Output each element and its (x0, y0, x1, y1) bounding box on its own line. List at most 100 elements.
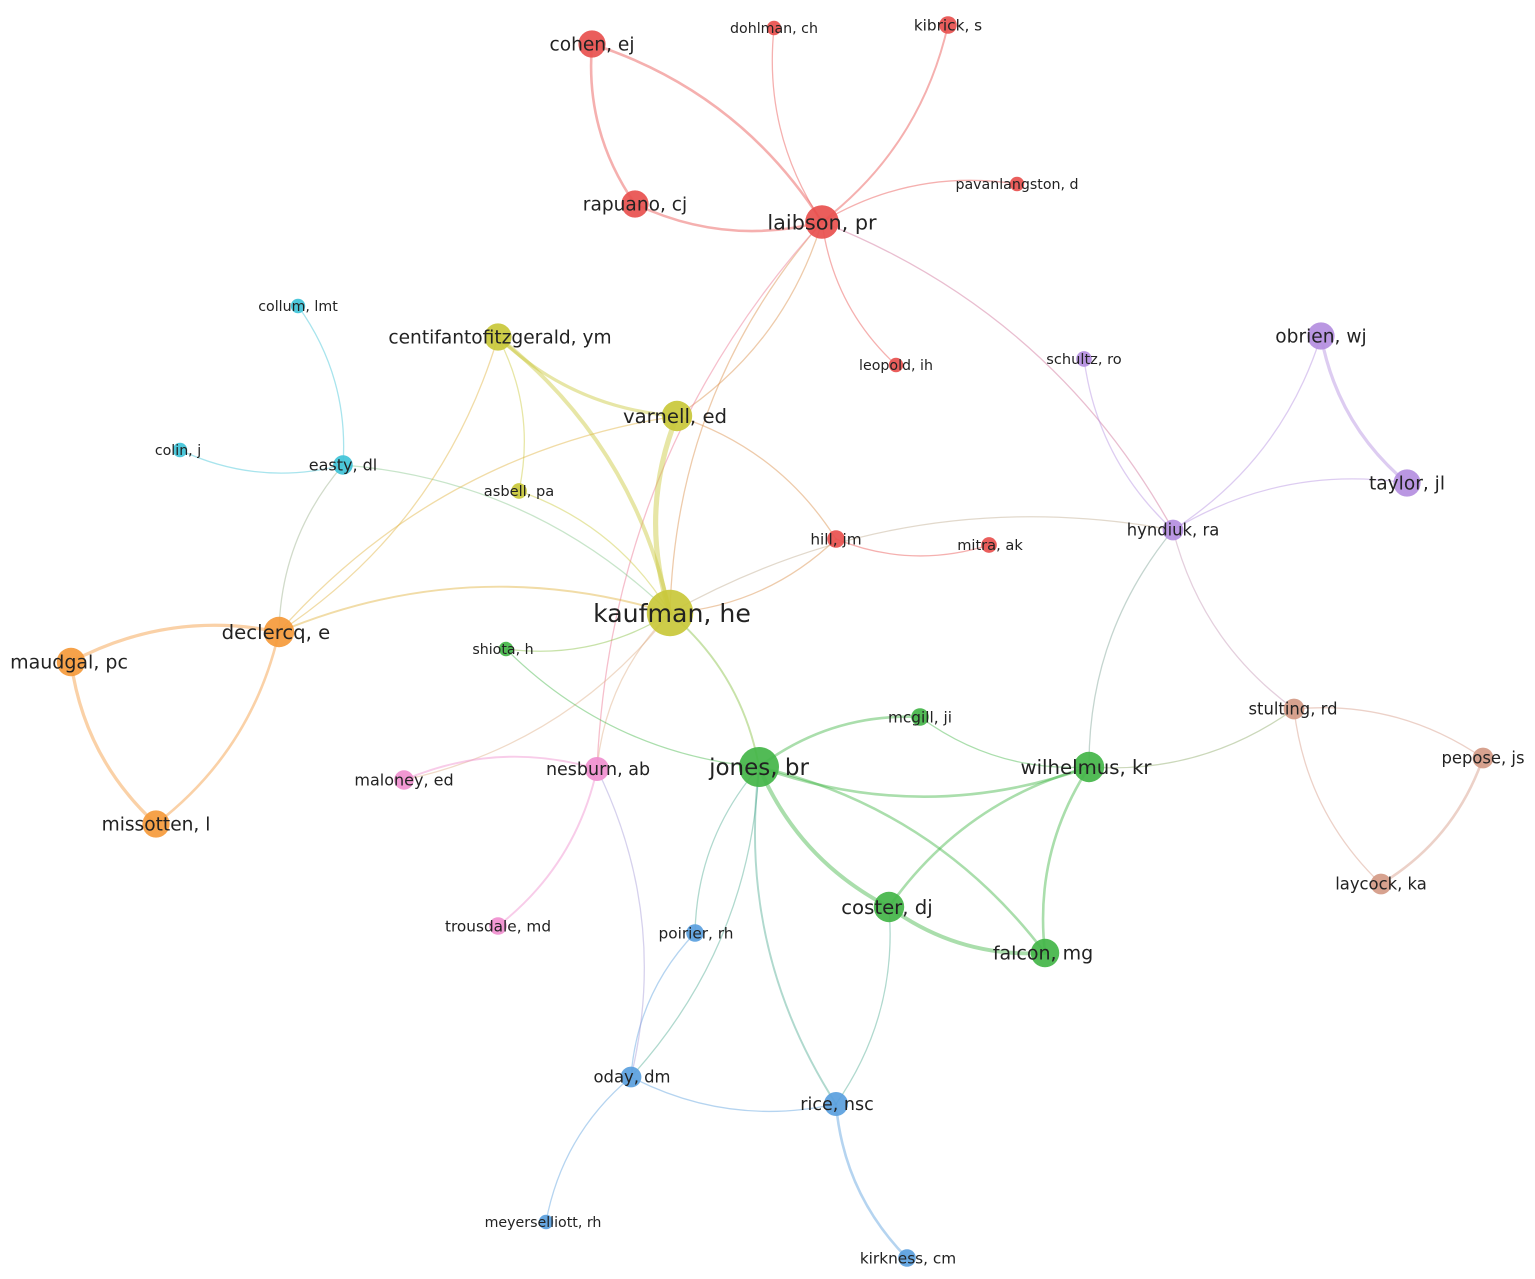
node-mcgill[interactable] (911, 708, 929, 726)
node-varnell[interactable] (661, 400, 693, 432)
label-obrien: obrien, wj (1275, 327, 1366, 348)
label-jones: jones, br (708, 755, 809, 781)
label-poirier: poirier, rh (659, 924, 734, 942)
node-easty[interactable] (333, 455, 353, 475)
label-trousdale: trousdale, md (445, 917, 551, 935)
node-laibson[interactable] (805, 205, 839, 239)
node-trousdale[interactable] (489, 917, 507, 935)
edge-coster-wilhelmus (887, 765, 1091, 909)
label-centifanto: centifantofitzgerald, ym (388, 328, 611, 349)
node-schultz[interactable] (1076, 351, 1092, 367)
edge-varnell-declercq (278, 415, 678, 633)
edge-jones-oday (630, 766, 760, 1078)
edge-laibson-cohen (590, 42, 824, 224)
edge-jones-shiota (505, 648, 760, 768)
label-nesburn: nesburn, ab (546, 760, 650, 780)
node-cohen[interactable] (578, 30, 606, 58)
edge-laibson-kaufman (669, 221, 823, 614)
node-maloney[interactable] (394, 770, 414, 790)
label-kibrick: kibrick, s (914, 16, 982, 34)
node-rice[interactable] (824, 1092, 848, 1116)
node-mitra[interactable] (981, 537, 997, 553)
edge-kaufman-centifanto (496, 335, 672, 615)
label-leopold: leopold, ih (859, 358, 933, 374)
node-stulting[interactable] (1283, 698, 1305, 720)
label-missotten: missotten, l (102, 815, 211, 836)
node-oday[interactable] (620, 1066, 642, 1088)
edge-oday-meyerselliott (545, 1076, 632, 1223)
node-asbell[interactable] (511, 483, 527, 499)
edge-varnell-hill (676, 415, 837, 540)
node-kirkness[interactable] (898, 1249, 916, 1267)
label-meyerselliott: meyerselliott, rh (485, 1215, 602, 1231)
node-dohlman[interactable] (766, 20, 782, 36)
label-taylor: taylor, jl (1369, 474, 1445, 495)
edge-coster-falcon (887, 905, 1047, 956)
node-kaufman[interactable] (646, 589, 694, 637)
label-colin: colin, j (155, 443, 201, 459)
edge-stulting-pepose (1293, 707, 1484, 759)
edge-laibson-rapuano (633, 202, 824, 233)
edge-declercq-missotten (154, 630, 281, 826)
node-laycock[interactable] (1370, 873, 1392, 895)
edge-stulting-laycock (1293, 708, 1382, 885)
node-pavanlangston[interactable] (1009, 176, 1025, 192)
label-hill: hill, jm (810, 530, 861, 548)
label-mitra: mitra, ak (957, 537, 1023, 554)
node-poirier[interactable] (686, 924, 704, 942)
label-oday: oday, dm (594, 1068, 671, 1087)
node-shiota[interactable] (498, 641, 514, 657)
label-schultz: schultz, ro (1046, 351, 1122, 368)
edge-laibson-pavanlangston (821, 179, 1018, 223)
edges-layer (69, 24, 1485, 1260)
edge-cohen-rapuano (589, 42, 637, 206)
node-hill[interactable] (827, 530, 845, 548)
node-kibrick[interactable] (939, 16, 957, 34)
label-varnell: varnell, ed (623, 405, 727, 428)
node-nesburn[interactable] (585, 757, 609, 781)
edge-coster-rice (835, 906, 891, 1105)
label-dohlman: dohlman, ch (730, 21, 818, 37)
edge-laibson-nesburn (596, 221, 823, 770)
node-taylor[interactable] (1393, 469, 1421, 497)
node-jones[interactable] (739, 747, 779, 787)
node-declercq[interactable] (263, 616, 295, 648)
label-declercq: declercq, e (222, 621, 331, 644)
edge-nesburn-maloney (403, 755, 598, 781)
label-stulting: stulting, rd (1249, 700, 1338, 719)
label-rice: rice, nsc (800, 1095, 873, 1115)
edge-hyndiuk-obrien (1172, 335, 1322, 531)
edge-easty-colin (179, 449, 344, 474)
edge-oday-poirier (630, 932, 696, 1078)
edge-wilhelmus-hyndiuk (1088, 529, 1174, 768)
edge-rice-kirkness (834, 1102, 909, 1260)
node-wilhelmus[interactable] (1073, 751, 1105, 783)
label-asbell: asbell, pa (484, 483, 554, 500)
edge-hyndiuk-stulting (1172, 529, 1295, 710)
node-falcon[interactable] (1030, 938, 1060, 968)
node-pepose[interactable] (1472, 747, 1494, 769)
node-missotten[interactable] (142, 810, 170, 838)
edge-declercq-easty (278, 464, 344, 633)
node-collum[interactable] (290, 298, 306, 314)
node-coster[interactable] (873, 891, 905, 923)
edge-jones-falcon (757, 765, 1047, 955)
node-leopold[interactable] (888, 357, 904, 373)
edge-kaufman-hyndiuk (669, 516, 1174, 614)
node-maudgal[interactable] (56, 647, 86, 677)
node-rapuano[interactable] (621, 190, 649, 218)
label-wilhelmus: wilhelmus, kr (1020, 756, 1152, 779)
edge-easty-collum (297, 305, 345, 466)
node-colin[interactable] (172, 442, 188, 458)
label-pepose: pepose, js (1441, 749, 1524, 768)
node-meyerselliott[interactable] (538, 1214, 554, 1230)
edge-kaufman-jones (669, 612, 760, 768)
edge-nesburn-oday (596, 768, 645, 1078)
node-hyndiuk[interactable] (1162, 519, 1184, 541)
node-centifanto[interactable] (484, 323, 512, 351)
edge-wilhelmus-stulting (1088, 708, 1295, 769)
edge-obrien-taylor (1319, 334, 1409, 485)
edge-mcgill-wilhelmus (919, 716, 1090, 769)
node-obrien[interactable] (1307, 322, 1335, 350)
